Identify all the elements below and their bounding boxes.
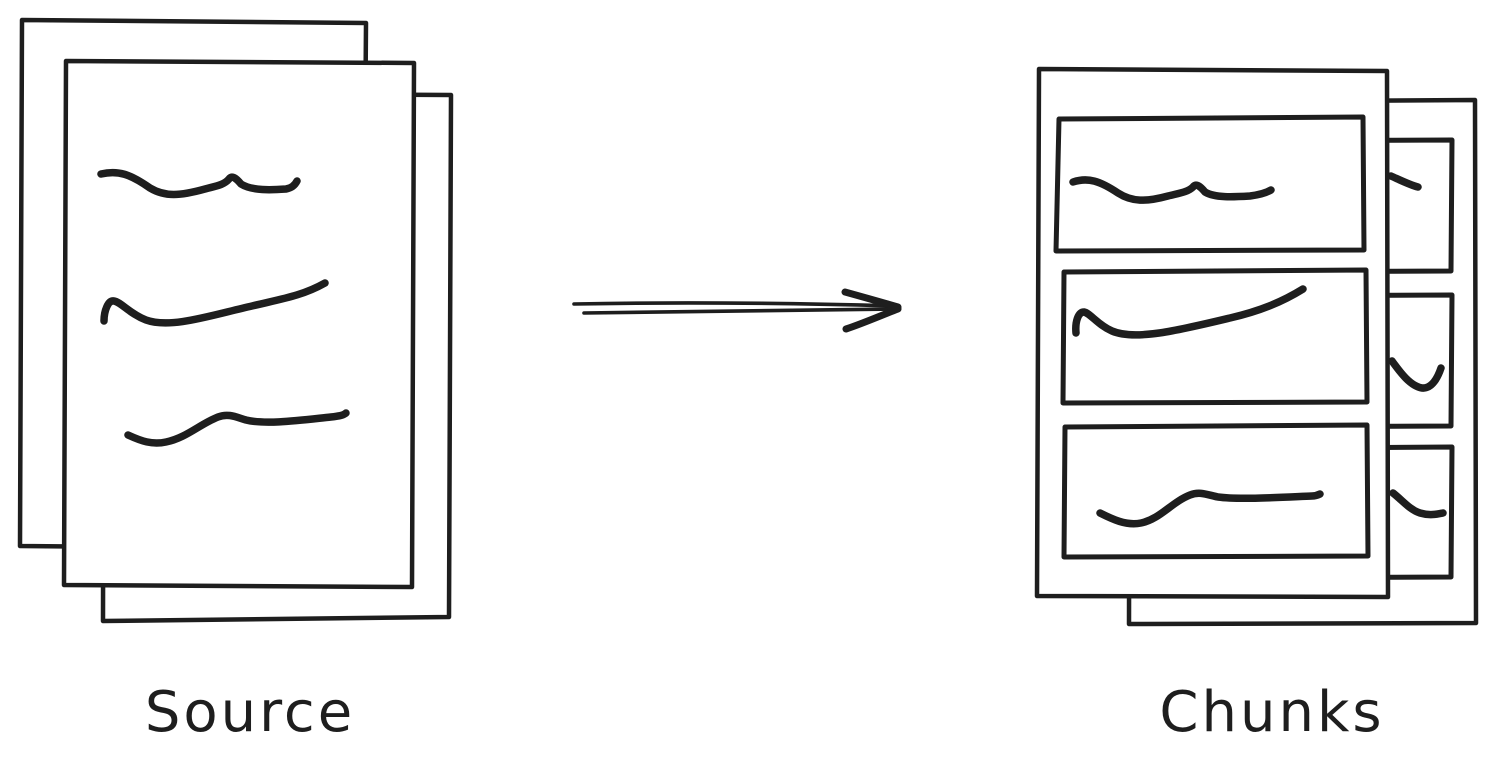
arrow-shaft-top xyxy=(572,301,898,308)
chunk-box-1 xyxy=(1053,114,1367,254)
chunk-squiggle-3 xyxy=(1096,489,1324,528)
chunk-box-2 xyxy=(1060,267,1370,406)
chunk-back-squiggle-3 xyxy=(1389,489,1447,519)
chunk-squiggle-2 xyxy=(1072,285,1307,339)
chunk-back-squiggle-1 xyxy=(1387,172,1422,191)
chunk-squiggle-1 xyxy=(1069,176,1275,204)
arrow-head-upper-barb xyxy=(841,288,902,311)
source-text-line-2 xyxy=(100,279,329,327)
source-text-line-1 xyxy=(97,168,301,199)
chunks-stack xyxy=(1034,66,1479,627)
source-text-line-3 xyxy=(124,409,350,447)
chunk-back-squiggle-2 xyxy=(1388,357,1445,392)
chunk-box-3 xyxy=(1061,422,1371,560)
arrow-shaft-bottom xyxy=(582,307,894,315)
chunks-label: Chunks xyxy=(1159,680,1384,745)
source-stack xyxy=(17,17,454,624)
source-label: Source xyxy=(145,680,355,745)
source-page-front xyxy=(61,58,417,590)
arrow-right-icon xyxy=(572,288,902,333)
arrow-head-lower-barb xyxy=(842,305,902,333)
